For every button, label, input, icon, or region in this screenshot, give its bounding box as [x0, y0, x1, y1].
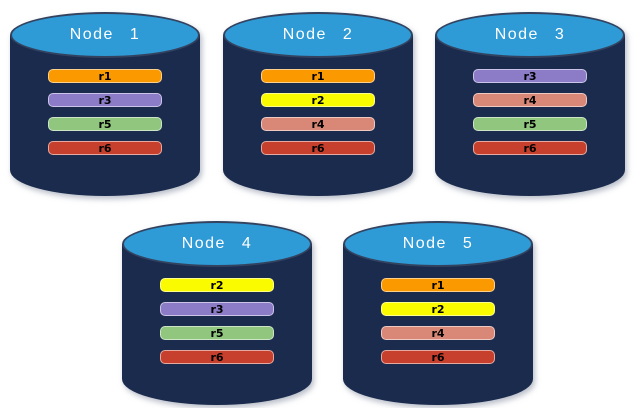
- replica-bar-list: r2 r3 r5 r6: [160, 278, 274, 364]
- database-cylinder-body: [435, 35, 625, 196]
- replica-bar-r2: r2: [381, 302, 495, 316]
- database-cylinder-top-ellipse: Node 5: [343, 221, 533, 267]
- replica-bar-list: r1 r3 r5 r6: [48, 69, 162, 155]
- replica-bar-r4: r4: [473, 93, 587, 107]
- node-title: Node 1: [69, 26, 141, 43]
- replica-bar-r5: r5: [473, 117, 587, 131]
- node-title: Node 5: [402, 235, 474, 252]
- database-cylinder-body: [122, 244, 312, 405]
- database-node-1: Node 1 r1 r3 r5 r6: [10, 12, 200, 196]
- database-node-2: Node 2 r1 r2 r4 r6: [223, 12, 413, 196]
- replica-bar-r4: r4: [261, 117, 375, 131]
- database-node-3: Node 3 r3 r4 r5 r6: [435, 12, 625, 196]
- replica-bar-r3: r3: [48, 93, 162, 107]
- replica-bar-r3: r3: [473, 69, 587, 83]
- replica-bar-list: r1 r2 r4 r6: [381, 278, 495, 364]
- replica-bar-list: r3 r4 r5 r6: [473, 69, 587, 155]
- database-node-5: Node 5 r1 r2 r4 r6: [343, 221, 533, 405]
- replica-bar-r6: r6: [473, 141, 587, 155]
- replica-bar-r4: r4: [381, 326, 495, 340]
- replica-bar-r5: r5: [48, 117, 162, 131]
- node-title: Node 4: [181, 235, 253, 252]
- replica-bar-r1: r1: [381, 278, 495, 292]
- replica-bar-r6: r6: [261, 141, 375, 155]
- database-cylinder-top-ellipse: Node 1: [10, 12, 200, 58]
- replica-bar-r2: r2: [261, 93, 375, 107]
- replica-bar-r5: r5: [160, 326, 274, 340]
- replica-bar-r6: r6: [48, 141, 162, 155]
- node-title: Node 3: [494, 26, 566, 43]
- database-cylinder-top-ellipse: Node 4: [122, 221, 312, 267]
- database-cylinder-body: [10, 35, 200, 196]
- replica-bar-r6: r6: [381, 350, 495, 364]
- node-title: Node 2: [282, 26, 354, 43]
- database-cylinder-body: [223, 35, 413, 196]
- replica-bar-r1: r1: [261, 69, 375, 83]
- database-cylinder-top-ellipse: Node 2: [223, 12, 413, 58]
- database-node-4: Node 4 r2 r3 r5 r6: [122, 221, 312, 405]
- replica-bar-r2: r2: [160, 278, 274, 292]
- database-cylinder-body: [343, 244, 533, 405]
- replica-bar-r6: r6: [160, 350, 274, 364]
- replica-bar-r1: r1: [48, 69, 162, 83]
- database-cylinder-top-ellipse: Node 3: [435, 12, 625, 58]
- replica-bar-r3: r3: [160, 302, 274, 316]
- replica-bar-list: r1 r2 r4 r6: [261, 69, 375, 155]
